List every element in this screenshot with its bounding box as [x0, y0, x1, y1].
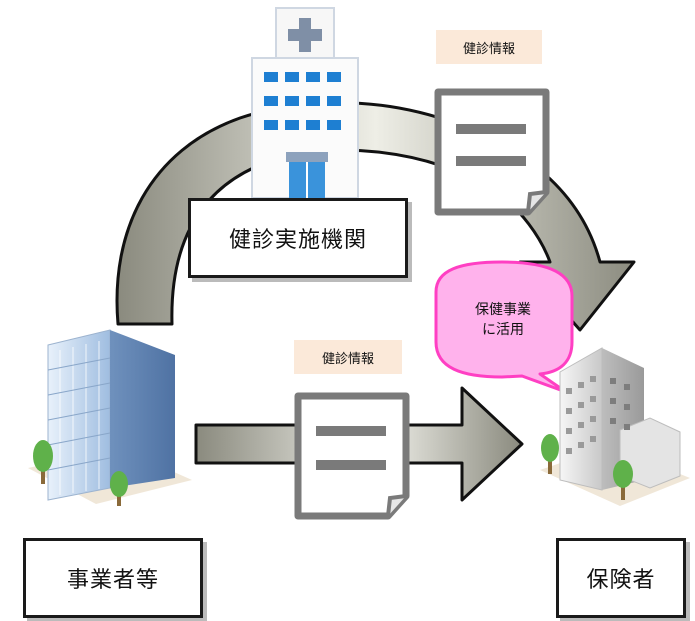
speech-bubble-text: 保健事業 に活用	[428, 300, 578, 340]
tree-icon	[613, 460, 633, 500]
tree-icon	[541, 434, 559, 474]
speech-bubble-line-1: 保健事業	[475, 302, 531, 318]
hospital-building-icon	[251, 7, 359, 199]
insurer-building-icon	[540, 347, 690, 506]
employer-label: 事業者等	[23, 538, 203, 618]
document-tag-bottom: 健診情報	[294, 340, 402, 374]
tree-icon	[110, 471, 128, 506]
speech-bubble	[434, 260, 574, 394]
checkup-institution-label: 健診実施機関	[188, 198, 408, 278]
speech-bubble-line-2: に活用	[482, 322, 524, 338]
tree-icon	[33, 440, 53, 484]
office-tower-icon	[28, 329, 192, 506]
document-tag-top: 健診情報	[436, 30, 542, 64]
insurer-label: 保険者	[556, 538, 686, 618]
